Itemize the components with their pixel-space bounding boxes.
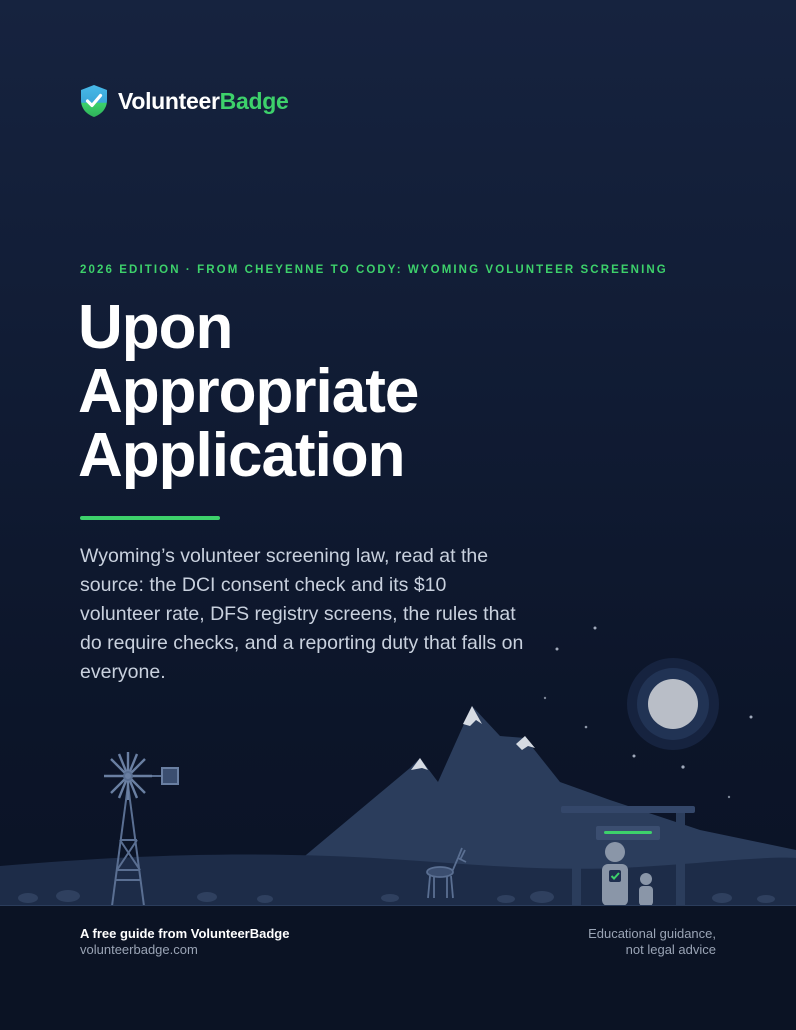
footer-disclaimer: Educational guidance, not legal advice [588, 926, 716, 958]
footer-guide-label: A free guide from VolunteerBadge [80, 926, 290, 941]
brand-name-part1: Volunteer [118, 87, 220, 114]
disclaimer-line: Educational guidance, [588, 926, 716, 941]
volunteer-figure-child [639, 873, 653, 906]
ranch-gate [561, 806, 695, 906]
pronghorn-icon [426, 847, 467, 899]
brand-logo: VolunteerBadge [80, 84, 289, 118]
moon-icon [627, 658, 719, 750]
mountains [300, 706, 796, 910]
landscape-illustration [0, 626, 796, 910]
cover-footer: A free guide from VolunteerBadge volunte… [0, 906, 796, 1030]
shield-check-icon [81, 85, 107, 117]
windmill-icon [104, 752, 179, 907]
title-line: Upon [78, 293, 233, 362]
volunteer-figure-adult [602, 842, 628, 906]
edition-eyebrow: 2026 EDITION · FROM CHEYENNE TO CODY: WY… [80, 264, 668, 276]
stars [543, 626, 753, 799]
cover-subtitle: Wyoming’s volunteer screening law, read … [80, 545, 524, 683]
title-line: Application [78, 421, 406, 490]
rocks [18, 890, 775, 903]
cover-title: Upon Appropriate Application [78, 296, 678, 488]
footer-source: A free guide from VolunteerBadge volunte… [80, 926, 289, 958]
brand-name: VolunteerBadge [118, 87, 289, 115]
brand-name-part2: Badge [219, 87, 289, 114]
title-line: Appropriate [78, 357, 419, 426]
footer-website-link[interactable]: volunteerbadge.com [80, 942, 198, 957]
disclaimer-line: not legal advice [625, 942, 716, 957]
accent-rule [80, 516, 220, 520]
